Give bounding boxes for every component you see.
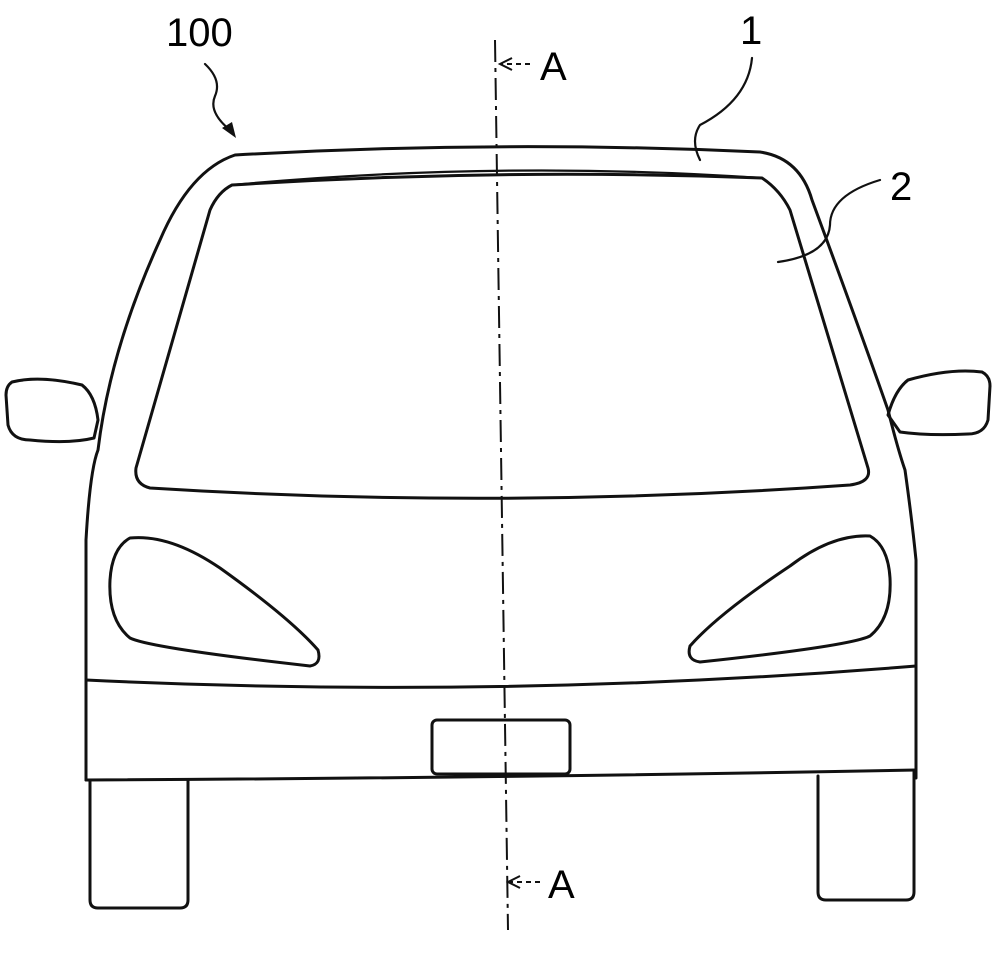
section-arrow-bottom	[508, 876, 540, 888]
right-mirror	[888, 371, 990, 435]
windshield	[136, 174, 869, 498]
label-windshield-frame: 1	[740, 9, 762, 53]
label-windshield: 2	[890, 165, 912, 209]
section-label-bottom: A	[548, 863, 575, 907]
section-arrow-top	[500, 58, 530, 70]
leader-arrow-100	[205, 64, 230, 130]
right-tire	[818, 772, 914, 900]
left-headlight	[110, 538, 319, 666]
license-plate	[432, 720, 570, 774]
left-mirror	[6, 379, 98, 441]
bumper-top	[86, 666, 916, 687]
section-label-top: A	[540, 45, 567, 89]
left-tire	[90, 780, 188, 908]
label-vehicle: 100	[166, 11, 233, 55]
leader-1	[695, 58, 752, 160]
right-headlight	[689, 536, 890, 662]
